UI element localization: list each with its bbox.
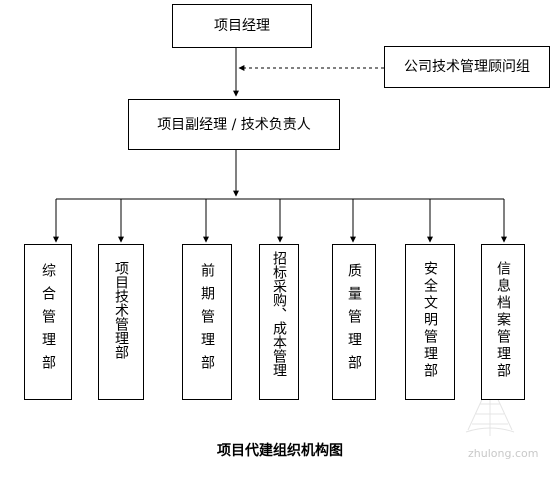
project-manager-box: 项目经理	[172, 4, 312, 48]
advisor-group-box: 公司技术管理顾问组	[384, 46, 550, 88]
department-box-safety: 安全文明管理部	[405, 244, 455, 400]
department-label: 前期管理部	[199, 263, 215, 378]
department-label: 安全文明管理部	[422, 261, 438, 380]
department-box-technical: 项目技术管理部	[98, 244, 144, 400]
deputy-manager-box: 项目副经理 / 技术负责人	[128, 99, 340, 150]
department-box-quality: 质量管理部	[332, 244, 376, 400]
department-label: 信息档案管理部	[495, 261, 511, 380]
department-box-procurement: 招标采购、成本管理	[259, 244, 299, 400]
department-box-preliminary: 前期管理部	[182, 244, 232, 400]
department-label: 质量管理部	[346, 263, 362, 378]
department-label: 项目技术管理部	[113, 261, 129, 359]
diagram-caption: 项目代建组织机构图	[217, 443, 343, 459]
department-box-archives: 信息档案管理部	[481, 244, 525, 400]
deputy-manager-label: 项目副经理 / 技术负责人	[157, 116, 311, 133]
watermark-text: zhulong.com	[468, 447, 539, 460]
advisor-group-label: 公司技术管理顾问组	[404, 59, 530, 75]
department-label: 招标采购、成本管理	[271, 251, 287, 377]
department-label: 综合管理部	[40, 263, 56, 378]
department-box-general: 综合管理部	[24, 244, 72, 400]
project-manager-label: 项目经理	[214, 18, 270, 34]
